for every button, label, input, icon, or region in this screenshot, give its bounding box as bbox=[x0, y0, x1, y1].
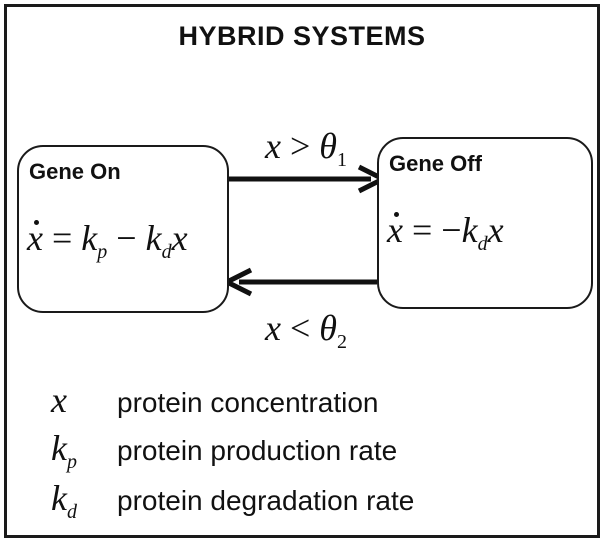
variable-symbol: x bbox=[171, 218, 188, 258]
threshold-subscript: 2 bbox=[336, 331, 347, 353]
legend-description: protein degradation rate bbox=[117, 485, 415, 516]
rate-symbol: k bbox=[461, 210, 478, 250]
minus-sign: − bbox=[116, 218, 137, 258]
legend-description: protein concentration bbox=[117, 387, 379, 418]
rate-subscript: d bbox=[477, 233, 488, 255]
diagram-title: HYBRID SYSTEMS bbox=[178, 21, 426, 51]
threshold-symbol: θ bbox=[319, 308, 337, 348]
legend-symbol: x bbox=[51, 379, 113, 426]
legend-item-production-rate: kp protein production rate bbox=[51, 427, 397, 474]
rate-symbol: k bbox=[145, 218, 162, 258]
x-dot-symbol: x bbox=[27, 218, 43, 258]
guard-on-to-off: x > θ1 bbox=[265, 125, 347, 172]
state-gene-on-label: Gene On bbox=[29, 159, 121, 184]
guard-variable: x bbox=[265, 126, 281, 166]
arrow-off-to-on bbox=[221, 267, 377, 297]
legend-symbol-letter: k bbox=[51, 428, 67, 468]
state-gene-off: Gene Off x = −kdx bbox=[377, 137, 593, 309]
legend-item-concentration: x protein concentration bbox=[51, 379, 379, 426]
legend-symbol-subscript: p bbox=[66, 451, 77, 473]
legend-symbol-letter: k bbox=[51, 478, 67, 518]
rate-subscript: d bbox=[161, 241, 172, 263]
rate-symbol: k bbox=[81, 218, 98, 258]
legend-symbol-letter: x bbox=[51, 380, 67, 420]
legend-symbol: kd bbox=[51, 477, 113, 524]
variable-symbol: x bbox=[487, 210, 504, 250]
rate-subscript: p bbox=[97, 241, 108, 263]
threshold-symbol: θ bbox=[319, 126, 337, 166]
guard-operator: > bbox=[289, 126, 311, 166]
guard-variable: x bbox=[265, 308, 281, 348]
equals-sign: = bbox=[411, 210, 433, 250]
guard-off-to-on: x < θ2 bbox=[265, 307, 347, 354]
legend-item-degradation-rate: kd protein degradation rate bbox=[51, 477, 414, 524]
equals-sign: = bbox=[51, 218, 73, 258]
state-gene-off-label: Gene Off bbox=[389, 151, 482, 176]
threshold-subscript: 1 bbox=[336, 149, 347, 171]
legend-description: protein production rate bbox=[117, 435, 398, 466]
legend-symbol: kp bbox=[51, 427, 113, 474]
legend-symbol-subscript: d bbox=[66, 501, 77, 523]
diagram-frame: HYBRID SYSTEMS Gene On x = kp − kdx Gene… bbox=[4, 4, 600, 538]
minus-sign: − bbox=[441, 210, 462, 250]
equation-gene-on: x = kp − kdx bbox=[27, 217, 188, 264]
x-dot-symbol: x bbox=[387, 210, 403, 250]
state-gene-on: Gene On x = kp − kdx bbox=[17, 145, 229, 313]
guard-operator: < bbox=[289, 308, 311, 348]
equation-gene-off: x = −kdx bbox=[387, 209, 504, 256]
